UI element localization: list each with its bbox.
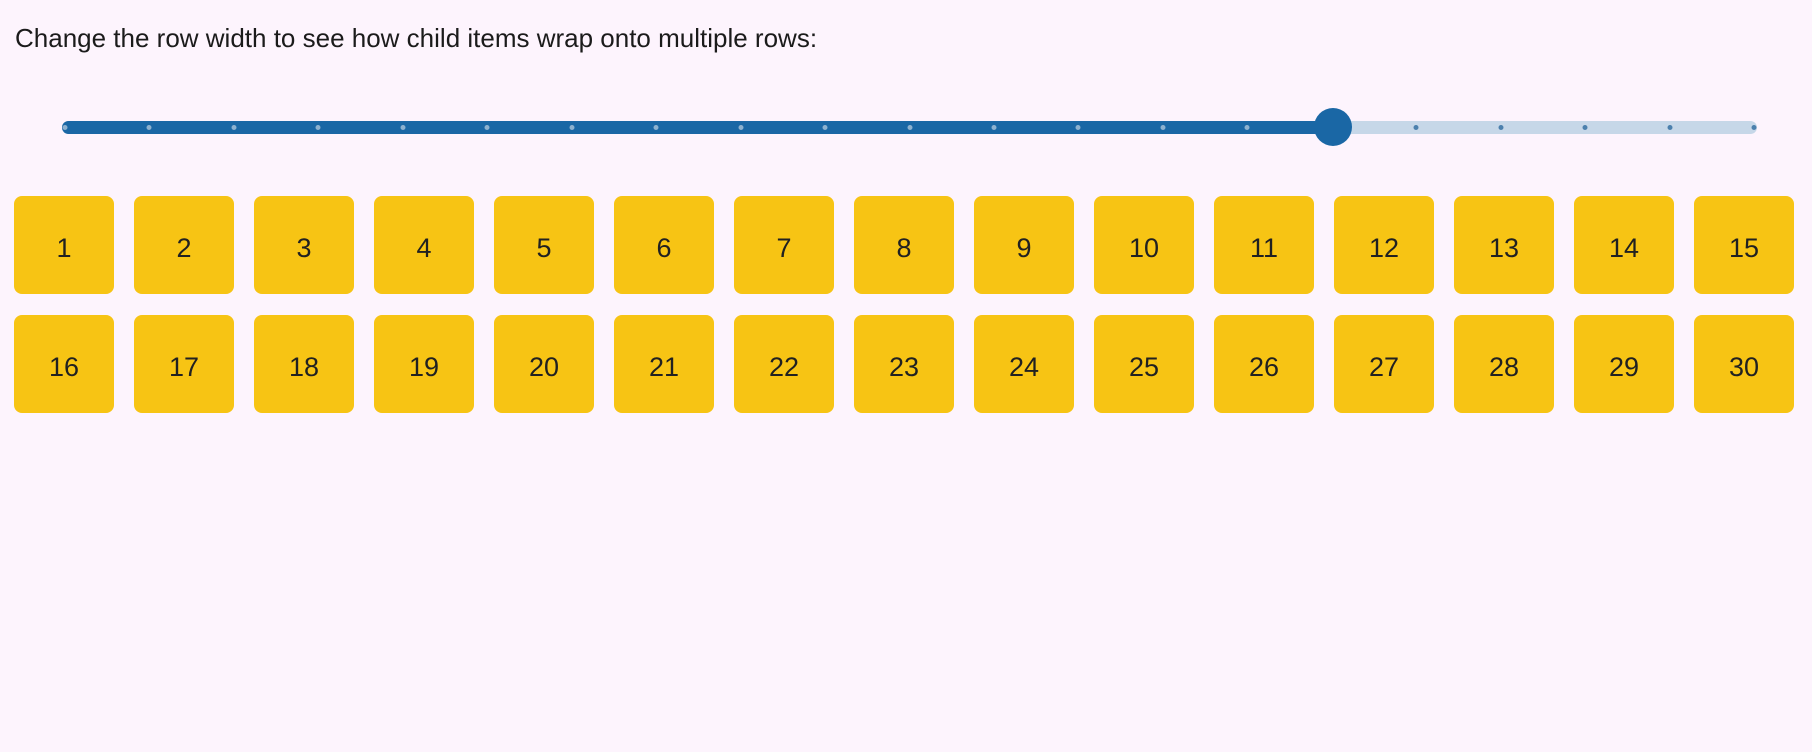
grid-item: 4 <box>374 196 474 294</box>
grid-item: 12 <box>1334 196 1434 294</box>
grid-item: 3 <box>254 196 354 294</box>
grid-item: 29 <box>1574 315 1674 413</box>
grid-item: 11 <box>1214 196 1314 294</box>
grid-item: 15 <box>1694 196 1794 294</box>
grid-item: 26 <box>1214 315 1314 413</box>
grid-item: 19 <box>374 315 474 413</box>
grid-item: 6 <box>614 196 714 294</box>
grid-item: 23 <box>854 315 954 413</box>
grid-item: 25 <box>1094 315 1194 413</box>
grid-item: 10 <box>1094 196 1194 294</box>
grid-item: 13 <box>1454 196 1554 294</box>
grid-item: 14 <box>1574 196 1674 294</box>
grid-item: 1 <box>14 196 114 294</box>
grid-item: 27 <box>1334 315 1434 413</box>
row-width-slider[interactable] <box>62 108 1757 146</box>
instruction-text: Change the row width to see how child it… <box>15 23 818 53</box>
grid-item: 20 <box>494 315 594 413</box>
grid-item: 7 <box>734 196 834 294</box>
grid-item: 5 <box>494 196 594 294</box>
grid-item: 18 <box>254 315 354 413</box>
slider-thumb[interactable] <box>1314 108 1353 146</box>
grid-item: 2 <box>134 196 234 294</box>
grid-item: 22 <box>734 315 834 413</box>
grid-item: 16 <box>14 315 114 413</box>
grid-item: 9 <box>974 196 1074 294</box>
grid-item: 24 <box>974 315 1074 413</box>
grid-item: 30 <box>1694 315 1794 413</box>
grid-item: 28 <box>1454 315 1554 413</box>
grid-item: 21 <box>614 315 714 413</box>
slider-fill-bar <box>62 121 1334 134</box>
grid-item: 17 <box>134 315 234 413</box>
grid-item: 8 <box>854 196 954 294</box>
